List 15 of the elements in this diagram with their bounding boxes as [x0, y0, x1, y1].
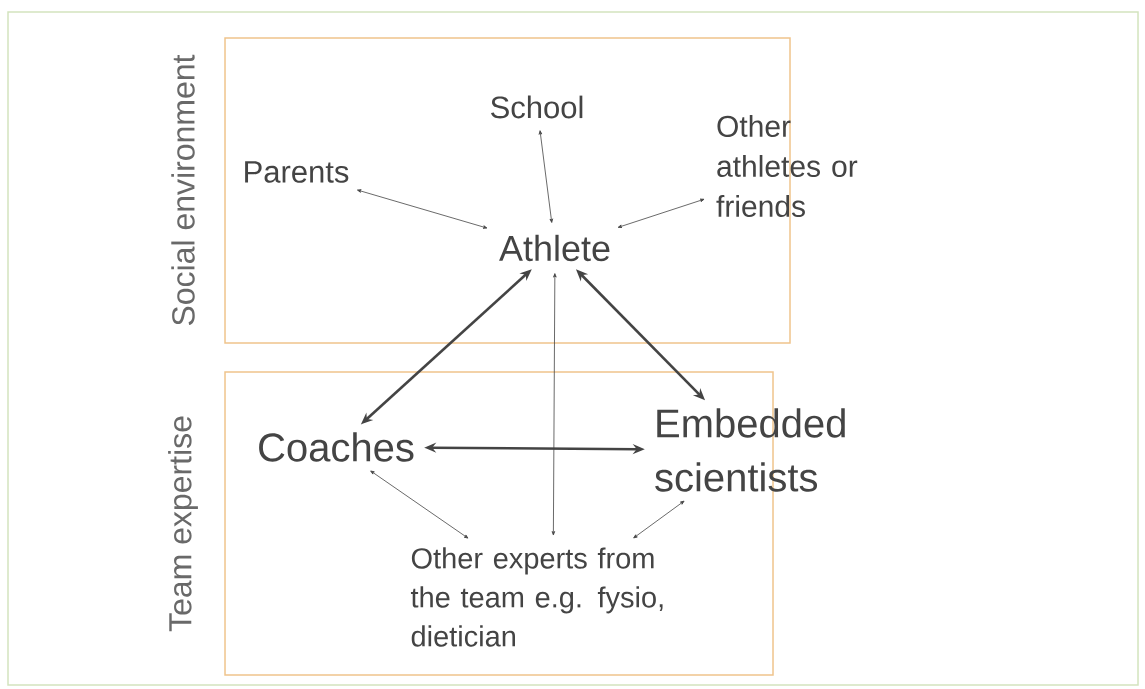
node-label: Other athletes or friends — [716, 115, 858, 218]
node-label: Embedded scientists — [655, 408, 845, 492]
arrow — [357, 189, 488, 229]
node-label: Other experts from the team e.g. fysio, dietician — [410, 547, 663, 647]
arrow — [538, 130, 554, 223]
arrow — [370, 470, 469, 539]
node-label: Athlete — [499, 234, 610, 262]
group-heading: Team expertise — [168, 416, 198, 632]
node-label: School — [491, 95, 583, 119]
arrow — [617, 198, 705, 228]
group-heading: Social environment — [171, 54, 195, 326]
node-label: Parents — [245, 161, 349, 183]
arrow — [633, 500, 685, 539]
arrow — [551, 273, 557, 536]
node-label: Coaches — [259, 432, 414, 462]
